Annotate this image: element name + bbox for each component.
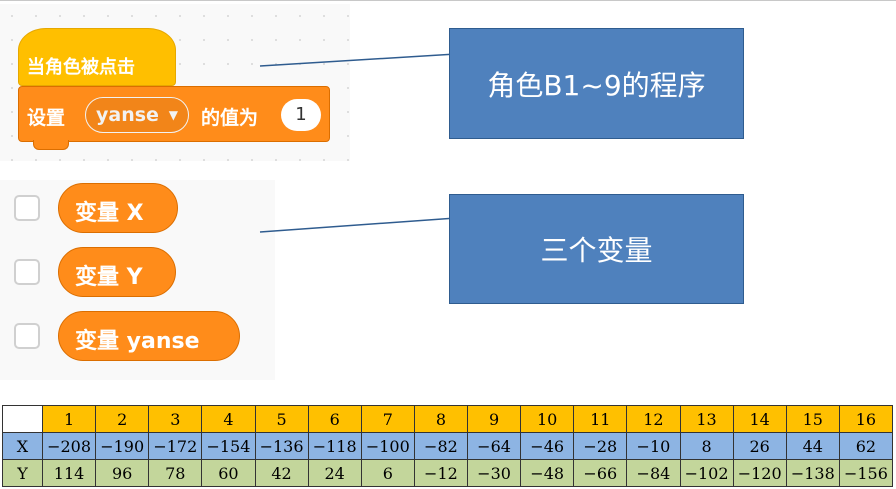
- value-cell: 6: [360, 459, 415, 487]
- value-cell: −138: [785, 459, 840, 487]
- variables-leader-line: [259, 217, 457, 233]
- table-row: X−208−190−172−154−136−118−100−82−64−46−2…: [2, 432, 894, 460]
- value-cell: −48: [520, 459, 575, 487]
- variable-yanse-checkbox[interactable]: [14, 323, 40, 349]
- variable-x-reporter[interactable]: 变量 X: [58, 183, 178, 233]
- value-cell: −64: [466, 432, 522, 460]
- value-input[interactable]: 1: [281, 99, 321, 131]
- header-cell: 12: [626, 405, 681, 433]
- variable-y-checkbox[interactable]: [14, 259, 40, 285]
- value-cell: −46: [520, 432, 575, 460]
- variable-y-reporter[interactable]: 变量 Y: [58, 247, 176, 297]
- value-cell: −100: [360, 432, 415, 460]
- value-cell: −190: [95, 432, 150, 460]
- when-sprite-clicked-block[interactable]: 当角色被点击: [18, 28, 176, 86]
- value-cell: 42: [254, 459, 309, 487]
- variable-dropdown[interactable]: yanse ▼: [85, 97, 189, 133]
- value-cell: 26: [732, 432, 787, 460]
- variable-y-label: 变量 Y: [75, 265, 143, 290]
- header-cell: 11: [573, 405, 628, 433]
- header-cell: 10: [520, 405, 575, 433]
- value-cell: −28: [573, 432, 628, 460]
- header-cell: 14: [732, 405, 787, 433]
- row-label-cell: Y: [2, 459, 43, 487]
- program-callout-text: 角色B1~9的程序: [487, 68, 706, 102]
- program-leader-line: [259, 53, 457, 67]
- header-cell: 15: [785, 405, 840, 433]
- value-cell: −156: [838, 459, 894, 487]
- value-cell: −154: [201, 432, 256, 460]
- variable-palette: 变量 X 变量 Y 变量 yanse: [0, 180, 275, 380]
- top-divider: [0, 0, 896, 1]
- variable-yanse-label: 变量 yanse: [75, 329, 200, 354]
- row-label-cell: X: [2, 432, 43, 460]
- value-cell: 62: [838, 432, 894, 460]
- header-cell: 4: [201, 405, 256, 433]
- variables-callout: 三个变量: [449, 194, 744, 304]
- variable-x-label: 变量 X: [75, 201, 144, 226]
- value-cell: 24: [307, 459, 362, 487]
- program-callout: 角色B1~9的程序: [449, 28, 744, 139]
- value-cell: −208: [41, 432, 97, 460]
- value-cell: 60: [201, 459, 256, 487]
- value-cell: −102: [679, 459, 734, 487]
- value-cell: −82: [413, 432, 469, 460]
- value-cell: −30: [466, 459, 522, 487]
- set-label: 设置: [27, 107, 66, 129]
- value-cell: −136: [254, 432, 309, 460]
- value-cell: −172: [148, 432, 203, 460]
- value-cell: −66: [573, 459, 628, 487]
- variables-callout-text: 三个变量: [540, 234, 653, 267]
- header-cell: 2: [95, 405, 150, 433]
- table-corner-cell: [2, 405, 43, 433]
- header-cell: 5: [254, 405, 309, 433]
- value-input-text: 1: [295, 104, 307, 125]
- script-area[interactable]: 当角色被点击 设置 yanse ▼ 的值为 1: [0, 4, 350, 161]
- value-cell: −120: [732, 459, 787, 487]
- value-cell: 44: [785, 432, 840, 460]
- header-cell: 1: [41, 405, 97, 433]
- variable-x-checkbox[interactable]: [14, 195, 40, 221]
- value-cell: −118: [307, 432, 362, 460]
- value-label: 的值为: [201, 107, 259, 129]
- value-cell: 8: [679, 432, 734, 460]
- header-cell: 8: [413, 405, 469, 433]
- value-cell: 114: [41, 459, 97, 487]
- value-cell: −12: [413, 459, 469, 487]
- header-cell: 9: [466, 405, 522, 433]
- header-cell: 13: [679, 405, 734, 433]
- variable-dropdown-value: yanse: [96, 104, 159, 126]
- value-cell: 96: [95, 459, 150, 487]
- value-cell: −10: [626, 432, 681, 460]
- variable-yanse-reporter[interactable]: 变量 yanse: [58, 311, 240, 361]
- hat-block-label: 当角色被点击: [27, 57, 135, 78]
- value-cell: −84: [626, 459, 681, 487]
- caret-down-icon: ▼: [168, 108, 178, 122]
- header-cell: 16: [838, 405, 894, 433]
- header-cell: 7: [360, 405, 415, 433]
- header-cell: 6: [307, 405, 362, 433]
- set-variable-block[interactable]: 设置 yanse ▼ 的值为 1: [18, 86, 330, 150]
- value-cell: 78: [148, 459, 203, 487]
- header-cell: 3: [148, 405, 203, 433]
